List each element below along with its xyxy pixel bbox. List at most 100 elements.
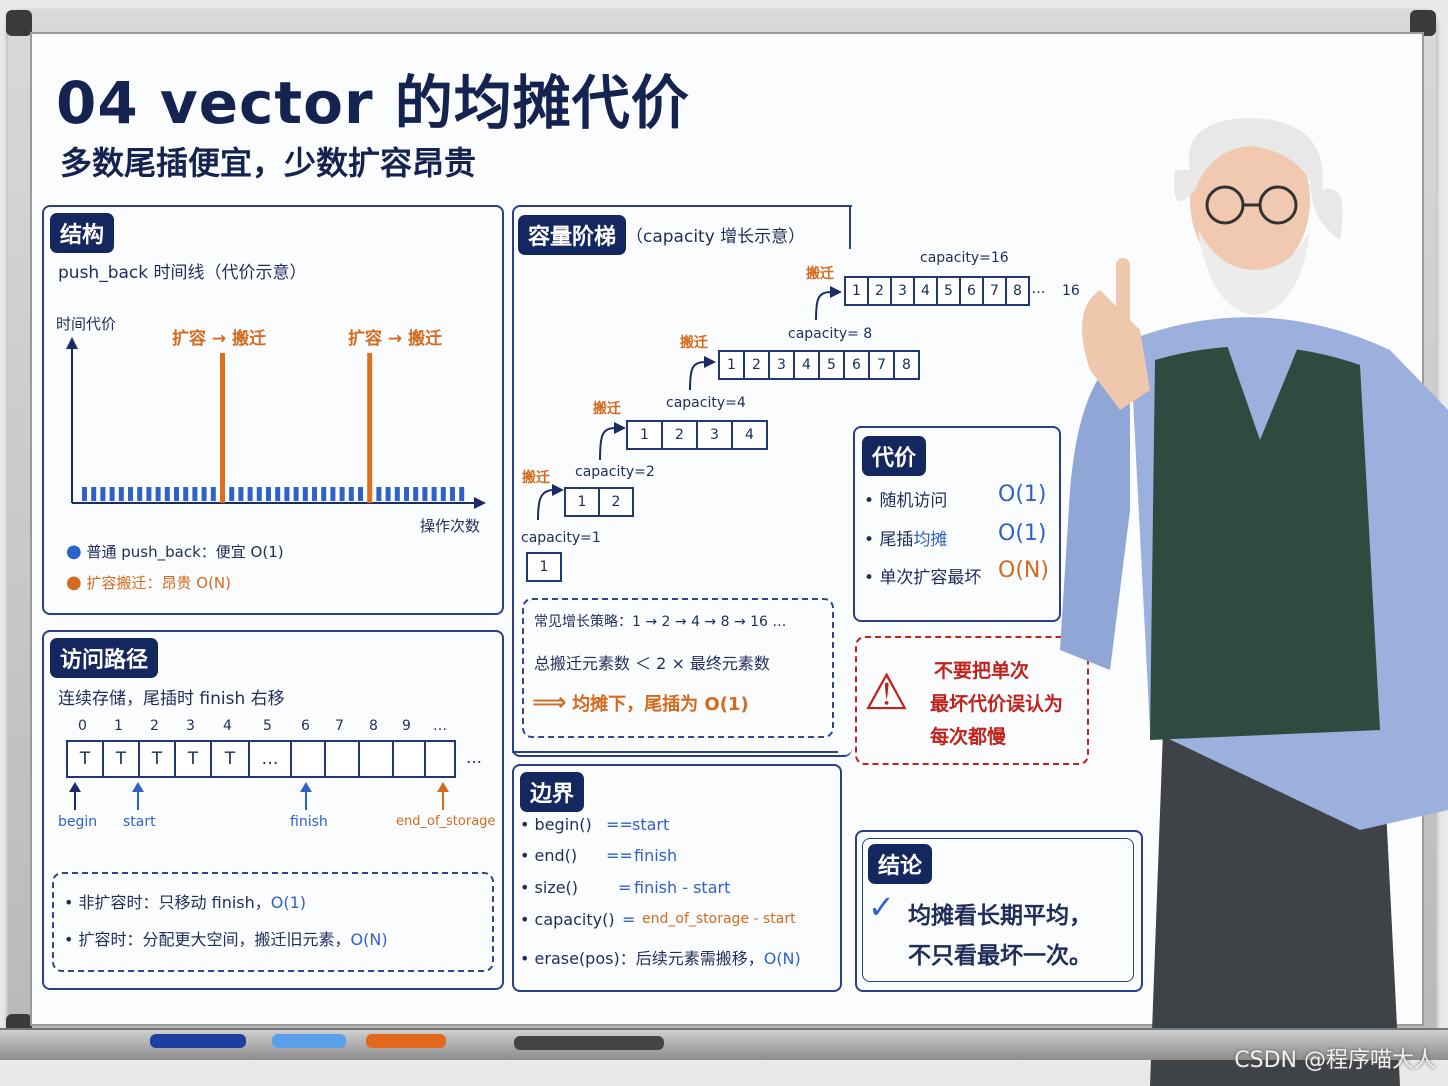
- warning-icon: ⚠: [864, 663, 909, 721]
- pointer-arrows: [69, 782, 449, 810]
- normal-bar: [376, 487, 382, 501]
- conclusion-panel: [862, 838, 1134, 982]
- array-cell: T: [210, 740, 250, 778]
- structure-panel: [42, 205, 504, 615]
- normal-bar: [247, 487, 253, 501]
- check-icon: ✓: [868, 888, 895, 926]
- access-note-text: 非扩容时：只移动 finish，: [78, 893, 271, 912]
- capacity-cell: 1: [564, 487, 600, 517]
- normal-bar: [385, 487, 391, 501]
- step-arrowhead-icon: [830, 286, 842, 298]
- watermark: CSDN @程序喵大人: [1234, 1048, 1436, 1073]
- normal-bar: [174, 487, 179, 501]
- amortized-conclusion: ⟹ 均摊下，尾插为 O(1): [532, 688, 749, 716]
- start-arrow-icon: [132, 782, 144, 810]
- cost-tag: 代价: [862, 436, 927, 476]
- normal-bar: [100, 487, 106, 501]
- expand-annotation: 扩容 → 搬迁: [348, 329, 443, 349]
- normal-bar: [91, 487, 97, 501]
- frame-corner: [6, 10, 32, 36]
- page-title: 04 vector 的均摊代价: [56, 69, 690, 137]
- array-index: 8: [369, 718, 378, 734]
- array-index: 2: [150, 718, 159, 734]
- legend-expand-text: 扩容搬迁：昂贵 O(N): [86, 574, 232, 592]
- capacity-cell: 1: [526, 552, 562, 582]
- legend-normal-text: 普通 push_back：便宜 O(1): [86, 543, 284, 561]
- ladder-panel-right-edge: [849, 205, 851, 249]
- move-label: 搬迁: [593, 401, 621, 417]
- eraser-icon: [514, 1036, 664, 1050]
- implies-arrow-icon: ⟹: [532, 688, 567, 716]
- step-arrowhead-icon: [614, 422, 626, 434]
- warning-line: 最坏代价误认为: [930, 693, 1064, 715]
- normal-bar: [339, 487, 345, 501]
- array-trail: …: [466, 748, 482, 767]
- collar: [1220, 325, 1305, 440]
- array-index: 0: [78, 718, 87, 734]
- normal-bar: [321, 487, 327, 501]
- access-note-complexity: O(N): [350, 930, 388, 949]
- professor-illustration: [1060, 118, 1448, 1086]
- bounds-fn: erase(pos)：后续元素需搬移，: [534, 949, 764, 968]
- normal-bar: [164, 487, 170, 501]
- normal-bar: [155, 487, 161, 501]
- normal-bar: [146, 487, 152, 501]
- capacity-cell: 2: [661, 420, 698, 450]
- capacity-label: capacity=2: [575, 464, 655, 480]
- array-index: 4: [223, 718, 232, 734]
- legend-normal: ● 普通 push_back：便宜 O(1): [66, 541, 284, 562]
- cost-panel: [853, 426, 1061, 622]
- normal-bar: [229, 487, 235, 501]
- bounds-val: O(N): [763, 949, 801, 968]
- normal-bar: [413, 487, 419, 501]
- capacity-cell: 2: [867, 276, 892, 306]
- access-note-text: 扩容时：分配更大空间，搬迁旧元素，: [78, 930, 351, 949]
- capacity-cell: 8: [893, 350, 920, 380]
- array-cell: [290, 740, 326, 778]
- step-arrow-icon: [815, 291, 833, 321]
- finish-arrow-icon: [300, 782, 312, 810]
- hair: [1174, 118, 1343, 240]
- bounds-row: • erase(pos)：后续元素需搬移，O(N): [520, 949, 801, 968]
- capacity-cell: 1: [626, 420, 663, 450]
- capacity-cell: 3: [890, 276, 915, 306]
- normal-bar: [210, 487, 216, 501]
- bounds-val: finish: [634, 846, 678, 865]
- normal-bar: [394, 487, 400, 501]
- capacity-cell: 2: [743, 350, 770, 380]
- array-cell: T: [138, 740, 176, 778]
- array-index: 5: [263, 718, 272, 734]
- normal-bar: [109, 487, 115, 501]
- normal-bar: [201, 487, 207, 501]
- array-index: 7: [335, 718, 344, 734]
- bounds-fn: end(): [534, 846, 578, 865]
- growth-strategy: 常见增长策略：1 → 2 → 4 → 8 → 16 …: [534, 614, 787, 630]
- total-move: 总搬迁元素数 ＜ 2 × 最终元素数: [534, 654, 770, 673]
- bounds-tag: 边界: [520, 772, 585, 812]
- cost-item-value: O(1): [998, 482, 1047, 507]
- capacity-cell: 7: [868, 350, 895, 380]
- y-axis-label: 时间代价: [56, 315, 117, 333]
- structure-tag: 结构: [50, 213, 115, 253]
- capacity-16-tail: 16: [1062, 283, 1080, 299]
- array-cell: …: [248, 740, 292, 778]
- capacity-label: capacity=4: [666, 395, 746, 411]
- array-cell: T: [66, 740, 104, 778]
- warning-line: 每次都慢: [930, 726, 1007, 748]
- capacity-cell: 3: [696, 420, 733, 450]
- step-arrowhead-icon: [552, 484, 564, 496]
- expand-annotation: 扩容 → 搬迁: [172, 329, 267, 349]
- pointer-label: start: [123, 814, 156, 830]
- normal-bar: [422, 487, 428, 501]
- bounds-row: • size(): [520, 878, 579, 897]
- bounds-fn: capacity(): [534, 910, 615, 929]
- cost-item-value: O(1): [998, 521, 1047, 546]
- capacity-cell: …: [1031, 281, 1046, 297]
- capacity-cell: 8: [1005, 276, 1030, 306]
- capacity-label: capacity= 8: [788, 326, 873, 342]
- bounds-op: =: [618, 878, 632, 897]
- begin-arrow-icon: [69, 782, 81, 810]
- normal-bar: [348, 487, 354, 501]
- access-note: • 非扩容时：只移动 finish，O(1): [64, 893, 307, 912]
- cost-item: • 随机访问: [864, 491, 948, 511]
